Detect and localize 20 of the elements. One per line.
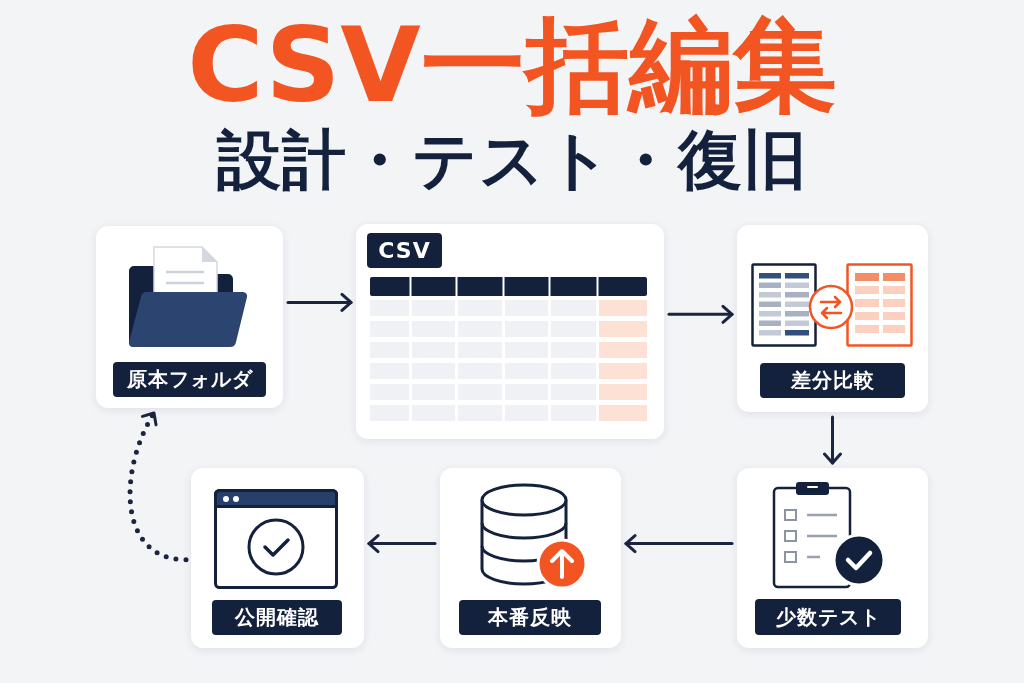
- step-card: [96, 226, 283, 408]
- arrow: [286, 292, 353, 312]
- step-label: 差分比較: [760, 363, 905, 398]
- step-card: [737, 225, 928, 412]
- subtitle: 設計・テスト・復旧: [216, 124, 808, 198]
- arrow: [624, 534, 734, 554]
- arrow: [367, 534, 437, 554]
- step-label: 公開確認: [212, 600, 342, 635]
- title: CSV一括編集: [187, 8, 837, 123]
- step-card: [356, 224, 664, 439]
- step-label: 本番反映: [459, 600, 601, 635]
- step-card: [737, 468, 928, 648]
- step-card: [191, 468, 364, 648]
- dotted-arrow: [127, 410, 189, 563]
- step-card: [440, 468, 621, 648]
- step-label: 原本フォルダ: [113, 362, 266, 397]
- arrow: [823, 415, 842, 465]
- step-label: 少数テスト: [755, 599, 901, 635]
- tag-label: CSV: [367, 233, 442, 268]
- arrow: [667, 304, 734, 324]
